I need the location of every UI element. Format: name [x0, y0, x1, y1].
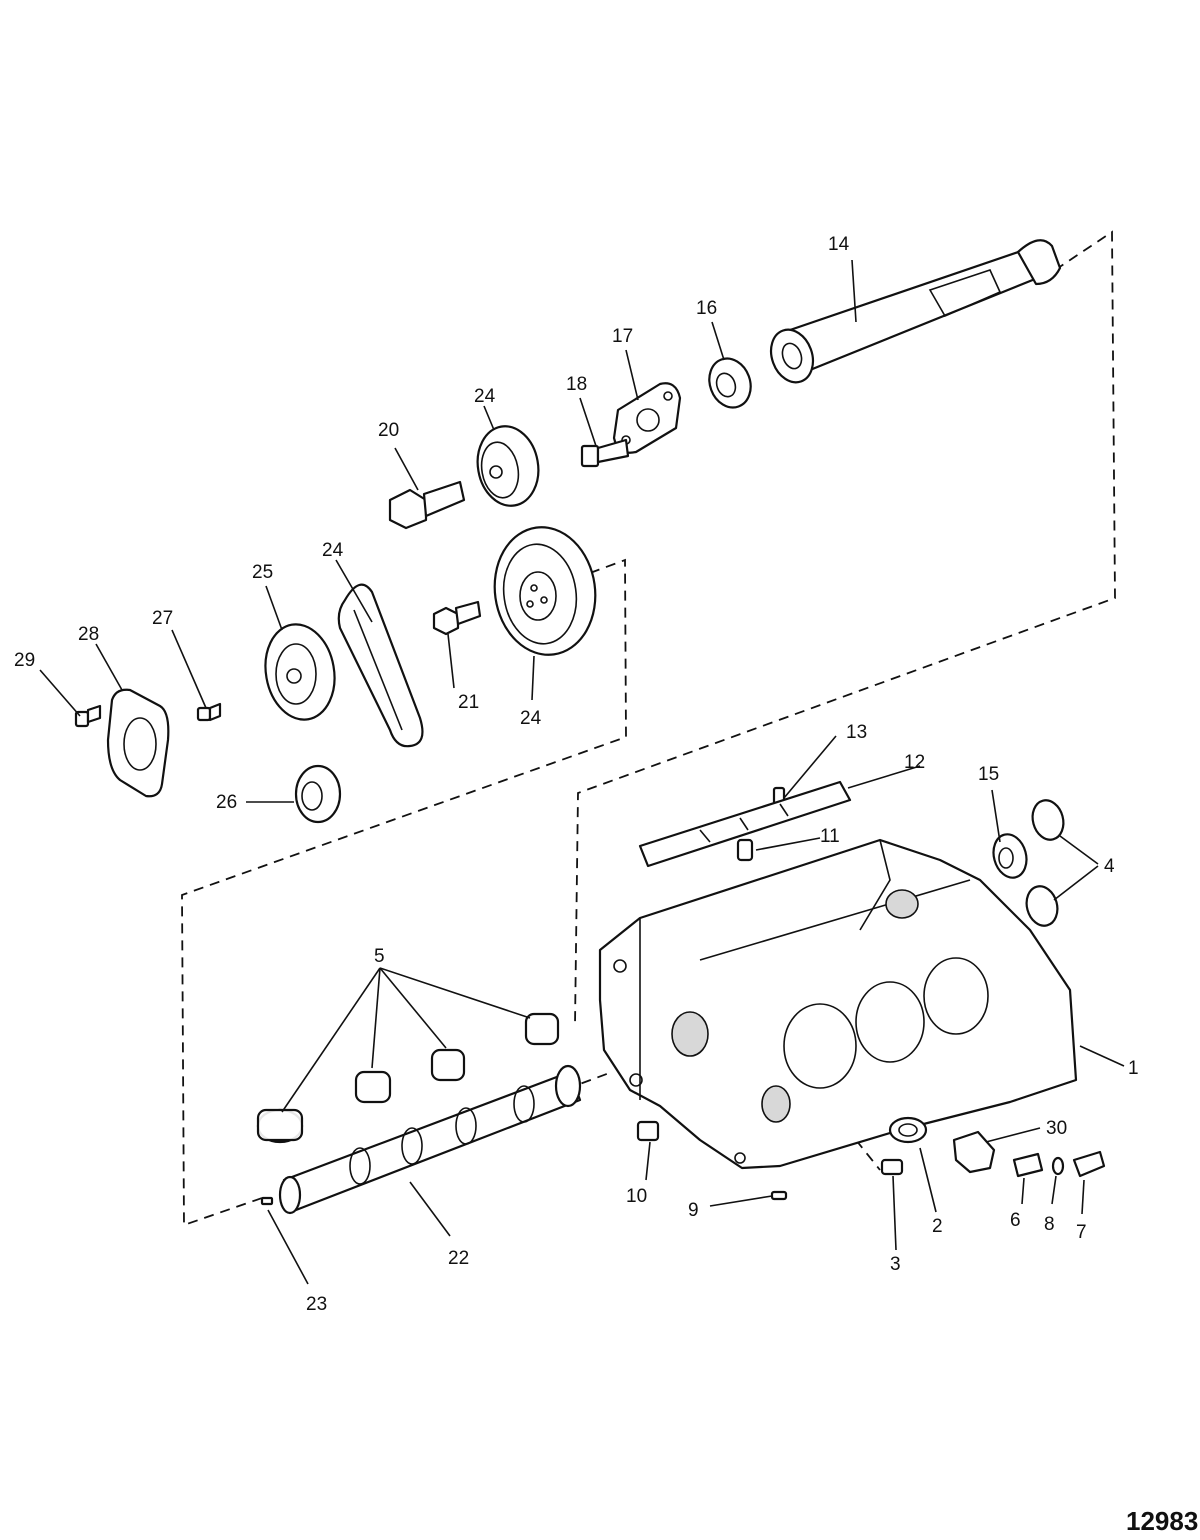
bearing-retainer-plate [612, 382, 682, 454]
callout-28: 28 [78, 624, 99, 645]
callout-21: 21 [458, 692, 479, 713]
timing-chain [337, 583, 424, 748]
callout-6: 6 [1010, 1210, 1021, 1231]
callout-3: 3 [890, 1254, 901, 1275]
callout-7: 7 [1076, 1222, 1087, 1243]
shaft-drive-gear-small [476, 425, 540, 507]
callout-17: 17 [612, 326, 633, 347]
oil-fitting [1012, 1152, 1044, 1178]
callout-24-top: 24 [474, 386, 496, 407]
callout-23: 23 [306, 1294, 327, 1315]
thrust-plate-bolt [196, 702, 222, 722]
callout-4: 4 [1104, 856, 1115, 877]
callout-20: 20 [378, 420, 399, 441]
dowel-pin [880, 1158, 904, 1176]
callout-labels: 1 2 3 4 5 6 7 8 9 10 11 12 13 14 15 16 1… [14, 234, 1139, 1315]
callout-14: 14 [828, 234, 850, 255]
cup-plug-upper [1031, 799, 1065, 841]
oil-pressure-sender [1072, 1150, 1106, 1178]
callout-9: 9 [688, 1200, 699, 1221]
lifter-guide-plate [638, 780, 852, 868]
o-ring [1051, 1156, 1065, 1176]
callout-2: 2 [932, 1216, 943, 1237]
camshaft-thrust-plate [106, 688, 170, 798]
callout-24-chain: 24 [322, 540, 344, 561]
plate-screw [74, 704, 102, 728]
cam-bearings [256, 1012, 560, 1144]
oil-pressure-elbow [952, 1130, 996, 1174]
camshaft-sprocket [264, 623, 336, 721]
figure-number: 12983 [1126, 1506, 1198, 1536]
callout-15: 15 [978, 764, 999, 785]
shaft-driven-gear-large [493, 526, 597, 656]
camshaft [278, 1064, 582, 1215]
callout-30: 30 [1046, 1118, 1067, 1139]
balance-shaft [769, 239, 1062, 384]
callout-1: 1 [1128, 1058, 1139, 1079]
callout-13: 13 [846, 722, 867, 743]
callout-22: 22 [448, 1248, 469, 1269]
callout-5: 5 [374, 946, 385, 967]
gear-bolt [388, 480, 466, 530]
rear-shaft-seal [992, 833, 1028, 879]
callout-29: 29 [14, 650, 35, 671]
callout-12: 12 [904, 752, 925, 773]
block-plug [636, 1120, 660, 1142]
callout-11: 11 [820, 826, 840, 847]
callout-27: 27 [152, 608, 173, 629]
crankshaft-sprocket [294, 764, 342, 824]
sealing-washer [888, 1116, 928, 1144]
leader-lines [39, 259, 1125, 1285]
shaft-bearing [708, 357, 752, 409]
retainer-bolt [580, 438, 630, 468]
callout-25: 25 [252, 562, 273, 583]
woodruff-key [260, 1196, 274, 1206]
callout-18: 18 [566, 374, 587, 395]
callout-24-large: 24 [520, 708, 542, 729]
gear-retaining-bolt [432, 600, 482, 636]
dowel-pin-small [770, 1190, 788, 1201]
callout-10: 10 [626, 1186, 647, 1207]
callout-8: 8 [1044, 1214, 1055, 1235]
callout-26: 26 [216, 792, 237, 813]
engine-block [598, 838, 1078, 1170]
callout-16: 16 [696, 298, 717, 319]
oil-gallery-plug [736, 838, 754, 862]
cup-plug-lower [1025, 885, 1059, 927]
